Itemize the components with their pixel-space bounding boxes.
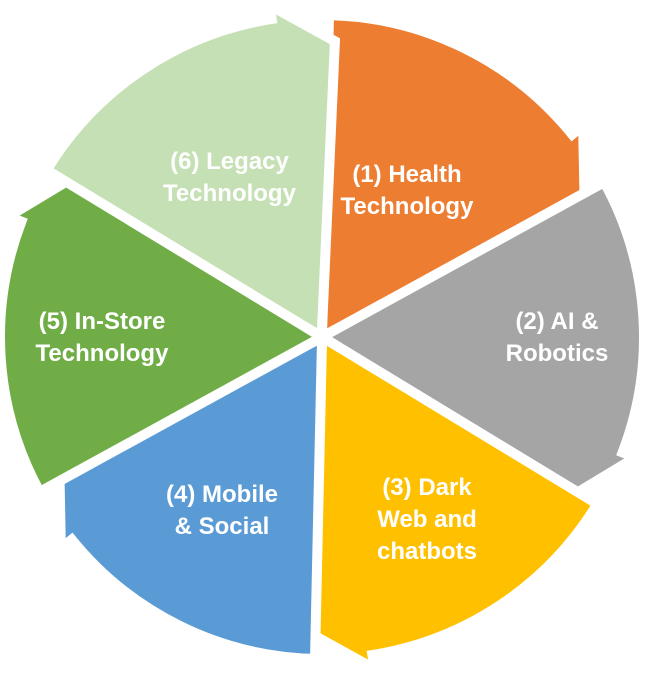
segment-4-label: (4) Mobile & Social: [166, 481, 278, 540]
segment-3-label-line: (3) Dark: [382, 474, 472, 501]
segment-6-label-line: Technology: [163, 180, 297, 207]
segment-1: [316, 9, 590, 340]
segment-6-label-line: (6) Legacy: [170, 148, 289, 175]
segment-2-label-line: (2) AI &: [515, 308, 598, 335]
segment-1-label-line: (1) Health: [352, 161, 461, 188]
segment-1-label-line: Technology: [341, 193, 475, 220]
segment-3: [303, 334, 605, 679]
segment-5: [0, 172, 322, 499]
segment-2-label-line: Robotics: [506, 340, 609, 367]
segment-6: [39, 0, 341, 340]
segment-4: [54, 334, 328, 665]
segment-3-label-line: chatbots: [377, 538, 477, 565]
segment-5-label-line: Technology: [36, 340, 170, 367]
segment-5-label-line: (5) In-Store: [39, 308, 166, 335]
segment-3-label-line: Web and: [377, 506, 477, 533]
segment-4-label-line: & Social: [175, 513, 270, 540]
segment-4-label-line: (4) Mobile: [166, 481, 278, 508]
segment-2-label: (2) AI & Robotics: [506, 308, 609, 367]
segment-2: [322, 175, 648, 502]
